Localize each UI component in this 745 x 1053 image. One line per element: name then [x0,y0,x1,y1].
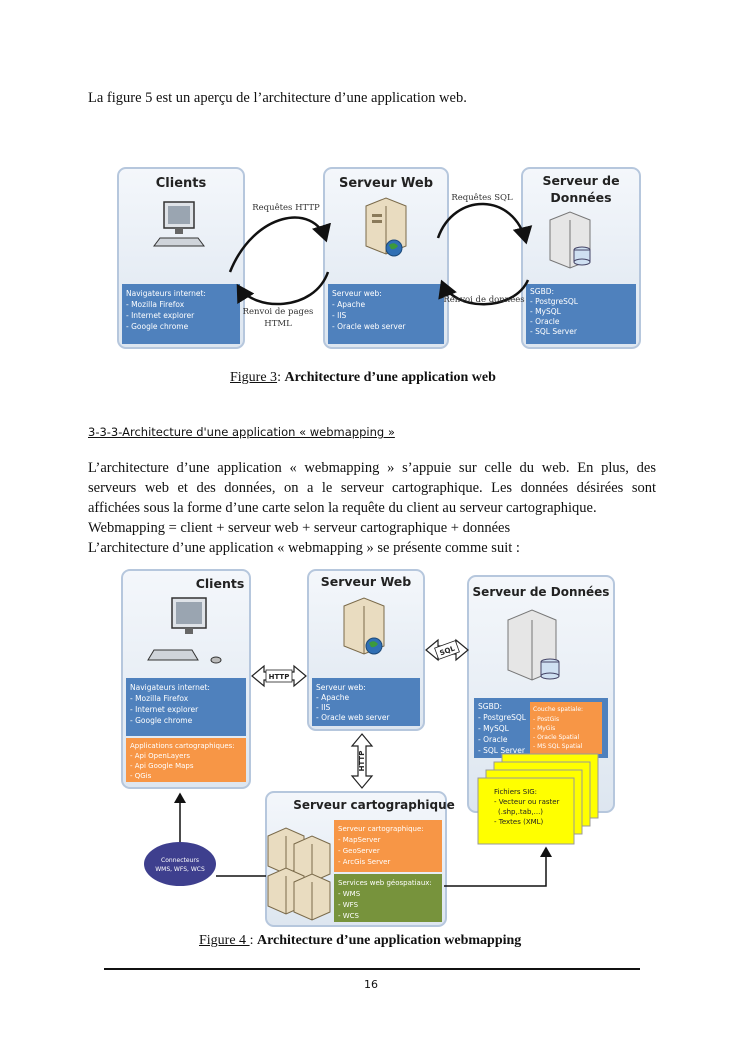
figure-4-sep: : [250,933,257,948]
fig3-data-info-title: SGBD: [530,287,554,296]
fig4-data-title: Serveur de Données [473,585,610,599]
fig4-clients-item: - Google chrome [130,716,193,725]
fig4-spatial-item: - Oracle Spatial [533,734,579,741]
database-server-icon [550,212,590,268]
figure-4-title: Architecture d’une application webmappin… [257,933,521,948]
globe-icon [366,638,382,654]
fig4-clients-apps-title: Applications cartographiques: [130,742,235,750]
fig4-carto-title: Serveur cartographique [293,798,455,812]
arrow-html-return [238,272,328,304]
http-vertical-label: HTTP [358,751,366,772]
http-label: HTTP [269,673,290,681]
figure-4-caption: Figure 4 : Architecture d’une applicatio… [199,933,521,949]
paragraph-line: serveurs web et des données, on a le ser… [88,479,656,498]
figure-3-label: Figure 3 [230,370,277,385]
fig4-carto-srv-item: - ArcGis Server [338,858,390,866]
fig4-data-info-title: SGBD: [478,702,502,711]
fig4-clients-title: Clients [196,576,245,591]
fig4-clients-info-title: Navigateurs internet: [130,683,210,692]
label-sql-request: Requêtes SQL [451,192,513,203]
fig4-web-item: - Apache [316,693,349,702]
fig4-spatial-item: - MS SQL Spatial [533,743,583,750]
arrow-sql-request [438,204,526,242]
section-heading: 3-3-3-Architecture d'une application « w… [88,425,395,439]
fig4-files-item: - Vecteur ou raster [494,798,560,806]
fig3-clients-title: Clients [156,176,207,191]
database-server-icon [508,610,559,680]
connectors-label-1: Connecteurs [161,857,199,864]
paragraph-line: L’architecture d’une application « webma… [88,459,656,478]
fig4-carto-srv-item: - GeoServer [338,847,380,855]
fig3-web-info-title: Serveur web: [332,289,382,298]
globe-icon [386,240,402,256]
fig4-web-item: - Oracle web server [316,713,390,722]
paragraph-line: Webmapping = client + serveur web + serv… [88,519,510,538]
arrow-carto-to-files [444,848,546,886]
fig4-carto-srv-title: Serveur cartographique: [338,825,424,833]
fig4-web-info-title: Serveur web: [316,683,366,692]
fig3-web-title: Serveur Web [339,176,433,191]
figure-4-label: Figure 4 [199,933,250,948]
fig4-clients-item: - Internet explorer [130,705,199,714]
fig4-data-item: - MySQL [478,724,510,733]
fig3-data-item: - MySQL [530,307,562,316]
label-html-return-1: Renvoi de pages [243,307,314,317]
fig3-web-item: - IIS [332,311,347,320]
fig4-carto-ws-item: - WFS [338,901,359,909]
fig4-data-item: - Oracle [478,735,508,744]
fig3-data-item: - PostgreSQL [530,297,579,306]
figure-3-title: Architecture d’une application web [284,370,495,385]
fig4-clients-item: - Mozilla Firefox [130,694,189,703]
figure-3-diagram: Clients Navigateurs internet: - Mozilla … [114,162,644,354]
footer-rule [104,968,640,970]
fig3-clients-info-title: Navigateurs internet: [126,289,206,298]
fig3-clients-item: - Internet explorer [126,311,195,320]
fig3-web-item: - Oracle web server [332,322,406,331]
fig4-clients-app: - QGis [130,772,152,780]
figure-3-caption: Figure 3: Architecture d’une application… [230,370,496,386]
paragraph-line: L’architecture d’une application « webma… [88,539,520,558]
label-http-request: Requêtes HTTP [252,202,320,213]
fig3-clients-item: - Mozilla Firefox [126,300,185,309]
fig4-web-item: - IIS [316,703,331,712]
server-cluster-icon [268,828,330,920]
fig4-carto-ws-item: - WCS [338,912,360,920]
label-data-return: Renvoi de données [443,294,524,305]
fig4-carto-ws-item: - WMS [338,890,361,898]
figure-4-diagram: Clients Navigateurs internet: - Mozilla … [118,566,618,928]
fig4-carto-ws-title: Services web géospatiaux: [338,879,432,887]
fig4-carto-srv-item: - MapServer [338,836,381,844]
fig4-files-title: Fichiers SIG: [494,788,537,796]
fig3-clients-item: - Google chrome [126,322,189,331]
connectors-label-2: WMS, WFS, WCS [155,866,205,873]
fig3-data-title-1: Serveur de [542,173,619,188]
fig4-spatial-title: Couche spatiale: [533,706,583,713]
fig3-data-title-2: Données [550,190,611,205]
fig4-clients-app: - Api OpenLayers [130,752,190,760]
fig3-web-item: - Apache [332,300,365,309]
intro-text: La figure 5 est un aperçu de l’architect… [88,89,467,108]
fig4-web-title: Serveur Web [321,574,412,589]
fig4-files-item: (.shp,.tab,...) [498,808,543,816]
page-number: 16 [364,978,378,991]
connectors-node [144,842,216,886]
paragraph-line: affichées sous la forme d’une carte selo… [88,499,597,518]
fig4-data-item: - PostgreSQL [478,713,527,722]
fig3-data-item: - Oracle [530,317,560,326]
label-html-return-2: HTML [264,319,292,329]
fig4-spatial-item: - PostGis [533,716,559,723]
fig4-spatial-item: - MyGis [533,725,555,732]
fig4-clients-app: - Api Google Maps [130,762,194,770]
fig3-data-item: - SQL Server [530,327,578,336]
fig4-files-item: - Textes (XML) [494,818,544,826]
